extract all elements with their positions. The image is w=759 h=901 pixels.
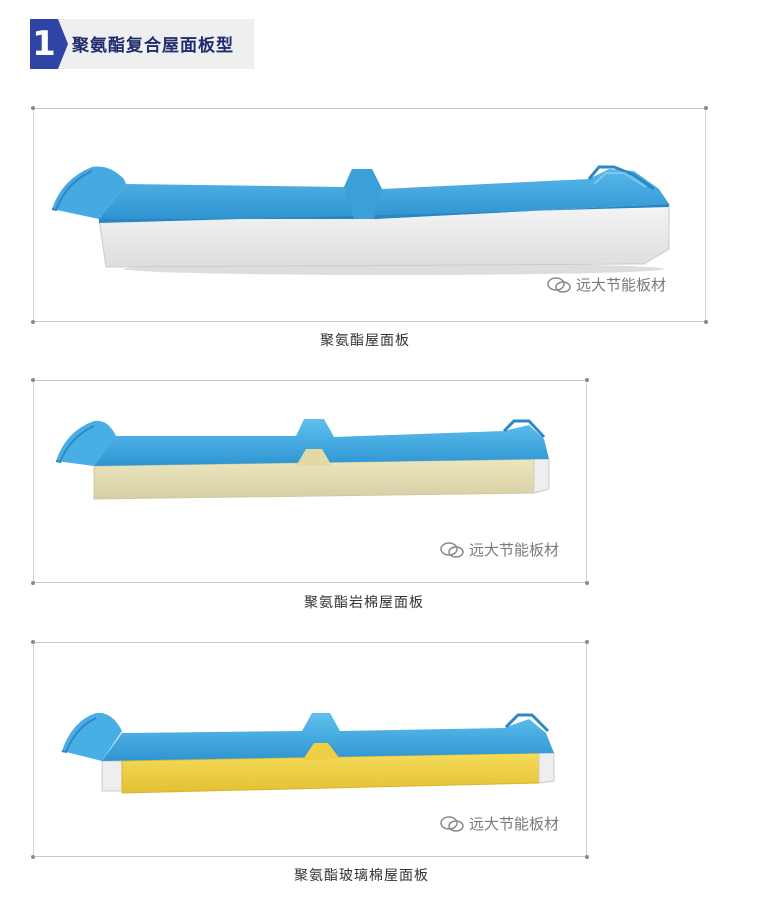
panel-caption-2: 聚氨酯岩棉屋面板 (304, 595, 424, 611)
wechat-icon (440, 815, 464, 832)
badge-notch (58, 19, 68, 69)
watermark-text: 远大节能板材 (469, 815, 560, 833)
wechat-icon (440, 541, 464, 558)
section-title: 聚氨酯复合屋面板型 (72, 36, 234, 56)
watermark: 远大节能板材 (439, 539, 559, 560)
panel-image-frame-2: 远大节能板材 (31, 378, 589, 585)
section-number-badge: 1 (30, 19, 58, 69)
roof-panel-illustration (61, 712, 555, 794)
roof-panel-illustration (51, 165, 670, 275)
watermark: 远大节能板材 (546, 274, 666, 295)
panel-image-frame-3: 远大节能板材 (31, 640, 589, 859)
panel-image-frame-1: 远大节能板材 (31, 106, 708, 324)
section-header: 1 聚氨酯复合屋面板型 (30, 19, 254, 69)
watermark-text: 远大节能板材 (576, 276, 667, 294)
watermark-text: 远大节能板材 (469, 541, 560, 559)
roof-panel-illustration (55, 419, 550, 500)
wechat-icon (547, 276, 571, 293)
panel-caption-1: 聚氨酯屋面板 (320, 333, 410, 349)
watermark: 远大节能板材 (439, 813, 559, 834)
panel-caption-3: 聚氨酯玻璃棉屋面板 (294, 868, 429, 884)
